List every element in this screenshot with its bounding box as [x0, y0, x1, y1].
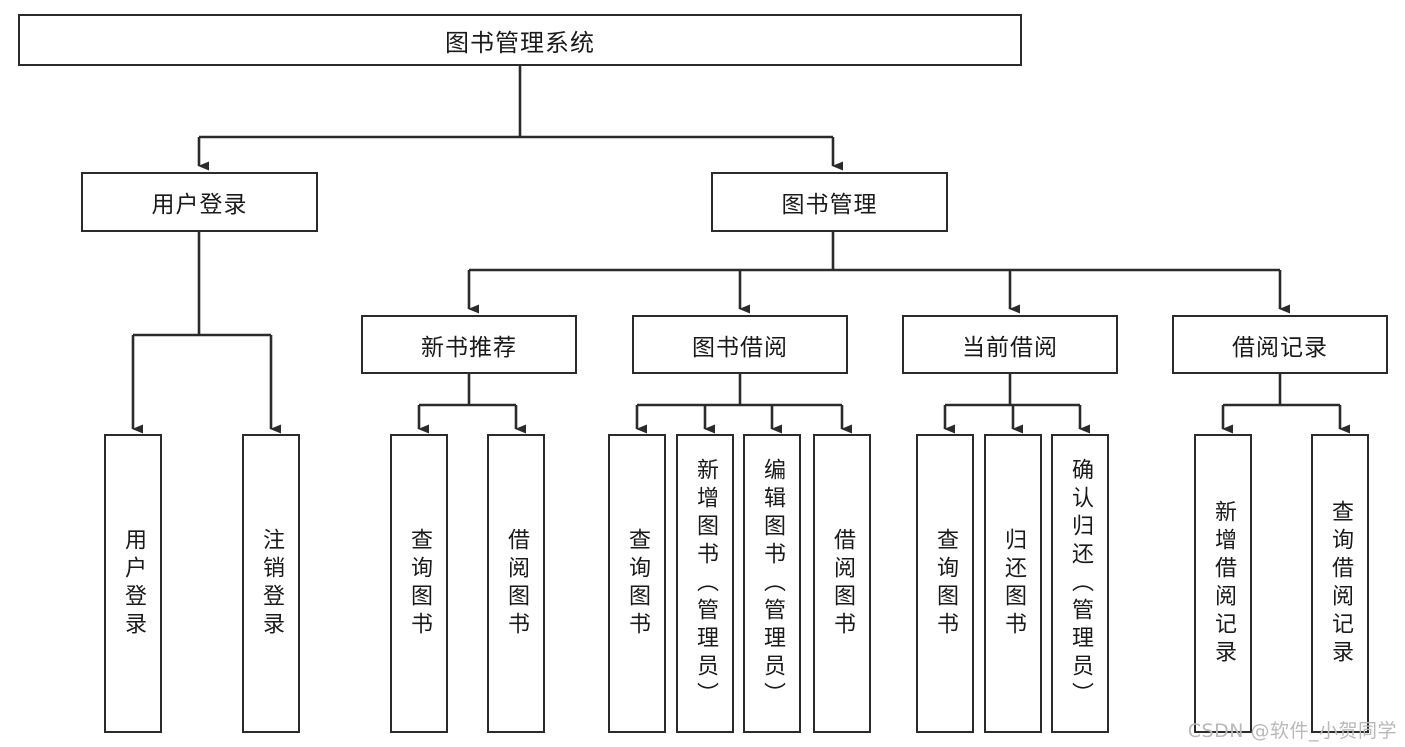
- node-label: 查询图书: [407, 527, 432, 640]
- node-leaf-borrow-book-2[interactable]: 借阅图书: [813, 434, 871, 733]
- node-leaf-add-record[interactable]: 新增借阅记录: [1194, 434, 1252, 733]
- node-label: 注销登录: [259, 527, 284, 640]
- node-borrow-record[interactable]: 借阅记录: [1172, 315, 1388, 374]
- node-label: 归还图书: [1001, 527, 1026, 640]
- node-label: 图书管理: [781, 192, 878, 218]
- csdn-watermark: CSDN @软件_小贺同学: [1187, 720, 1397, 742]
- node-leaf-add-book[interactable]: 新增图书（管理员）: [676, 434, 734, 733]
- node-label: 新书推荐: [421, 334, 517, 361]
- node-leaf-logout-login[interactable]: 注销登录: [242, 434, 300, 733]
- node-label: 查询借阅记录: [1328, 499, 1353, 668]
- node-leaf-borrow-book-1[interactable]: 借阅图书: [487, 434, 545, 733]
- node-label: 借阅图书: [504, 527, 529, 640]
- node-label: 确认归还（管理员）: [1068, 457, 1093, 710]
- node-leaf-query-book-2[interactable]: 查询图书: [608, 434, 666, 733]
- node-label: 图书借阅: [692, 334, 788, 361]
- node-label: 用户登录: [121, 527, 146, 640]
- node-label: 借阅图书: [830, 527, 855, 640]
- node-leaf-user-login[interactable]: 用户登录: [104, 434, 162, 733]
- node-label: 当前借阅: [962, 334, 1058, 361]
- node-label: 编辑图书（管理员）: [760, 457, 785, 710]
- node-leaf-confirm-return[interactable]: 确认归还（管理员）: [1051, 434, 1109, 733]
- node-leaf-query-book-3[interactable]: 查询图书: [916, 434, 974, 733]
- node-leaf-return-book[interactable]: 归还图书: [984, 434, 1042, 733]
- node-label: 查询图书: [933, 527, 958, 640]
- node-leaf-edit-book[interactable]: 编辑图书（管理员）: [743, 434, 801, 733]
- node-book-borrow[interactable]: 图书借阅: [632, 315, 848, 374]
- node-root-system[interactable]: 图书管理系统: [18, 14, 1022, 66]
- node-label: 新增借阅记录: [1211, 499, 1236, 668]
- node-book-manage[interactable]: 图书管理: [711, 172, 948, 232]
- node-new-book-recommend[interactable]: 新书推荐: [361, 315, 577, 374]
- node-leaf-query-record[interactable]: 查询借阅记录: [1311, 434, 1369, 733]
- node-label: 借阅记录: [1232, 334, 1328, 361]
- node-label: 用户登录: [151, 192, 248, 218]
- node-label: 查询图书: [625, 527, 650, 640]
- node-current-borrow[interactable]: 当前借阅: [902, 315, 1118, 374]
- node-label: 图书管理系统: [445, 28, 595, 57]
- node-user-login[interactable]: 用户登录: [81, 172, 318, 232]
- node-leaf-query-book-1[interactable]: 查询图书: [390, 434, 448, 733]
- node-label: 新增图书（管理员）: [693, 457, 718, 710]
